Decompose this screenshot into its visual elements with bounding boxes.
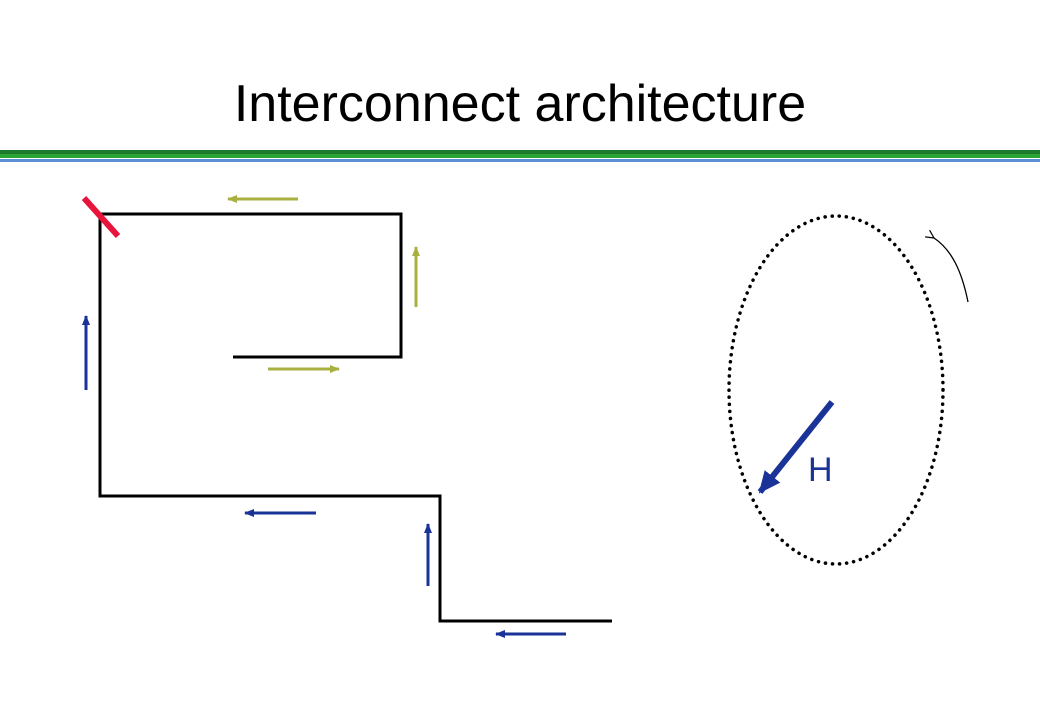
title-rule: [0, 150, 1040, 164]
field-label: H: [808, 451, 833, 489]
title-rule-dark-band: [0, 150, 1040, 154]
interconnect-wire: [98, 212, 612, 623]
title-rule-green-band: [0, 154, 1040, 158]
field-vector-arrow-icon: [757, 400, 835, 494]
rotation-arc-icon: [934, 238, 969, 303]
title-rule-blue-band: [0, 159, 1040, 162]
field-region-ellipse: [727, 214, 945, 566]
slide-title: Interconnect architecture: [233, 75, 807, 133]
break-mark: [81, 195, 121, 239]
